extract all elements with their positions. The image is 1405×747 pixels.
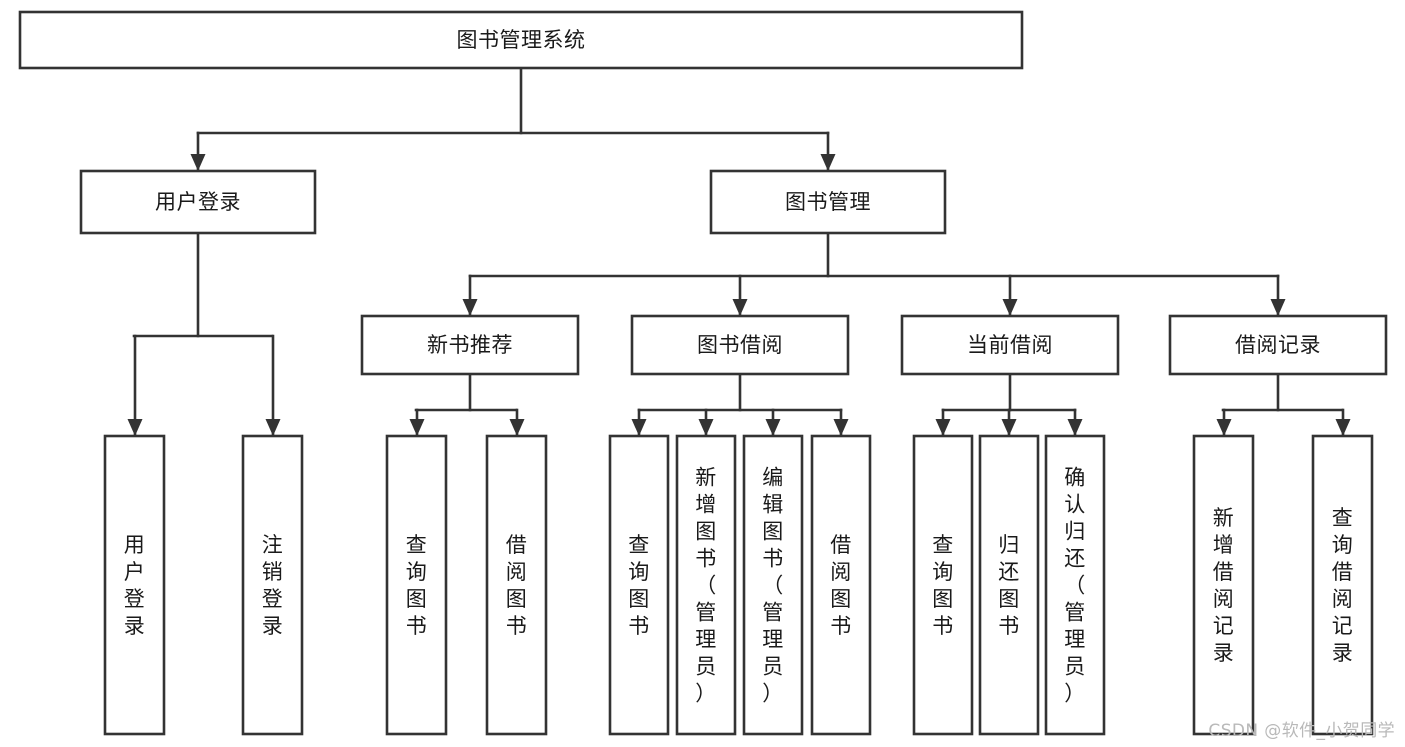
node-box-leaf-query-book-2[interactable]	[608, 434, 670, 736]
node-label-leaf-borrow-book-2: 借阅图书	[830, 533, 852, 638]
node-leaf-query-book-3[interactable]: 查询图书	[912, 434, 974, 736]
node-box-book-manage[interactable]	[709, 169, 947, 235]
node-label-leaf-confirm-return: 确认归还（管理员）	[1064, 466, 1086, 706]
node-box-new-book-rec[interactable]	[360, 314, 580, 376]
node-leaf-edit-book[interactable]: 编辑图书（管理员）	[742, 434, 804, 736]
node-label-leaf-query-book-2: 查询图书	[628, 533, 650, 638]
node-label-root: 图书管理系统	[457, 28, 586, 52]
node-box-leaf-query-book-1[interactable]	[385, 434, 448, 736]
node-box-leaf-return-book[interactable]	[978, 434, 1040, 736]
nodes-layer: 图书管理系统用户登录图书管理新书推荐图书借阅当前借阅借阅记录用户登录注销登录查询…	[18, 10, 1388, 736]
node-box-leaf-confirm-return[interactable]	[1044, 434, 1106, 736]
arrow-head-icon-leaf-query-book-1	[409, 419, 425, 436]
arrow-head-icon-leaf-confirm-return	[1067, 419, 1083, 436]
node-borrow-record[interactable]: 借阅记录	[1168, 314, 1388, 376]
node-leaf-add-book[interactable]: 新增图书（管理员）	[675, 434, 737, 736]
node-label-leaf-return-book: 归还图书	[998, 533, 1020, 638]
node-label-leaf-query-book-3: 查询图书	[932, 533, 954, 638]
node-box-current-borrow[interactable]	[900, 314, 1120, 376]
arrow-head-icon-leaf-logout	[265, 419, 281, 436]
node-user-login[interactable]: 用户登录	[79, 169, 317, 235]
node-book-borrow[interactable]: 图书借阅	[630, 314, 850, 376]
node-box-book-borrow[interactable]	[630, 314, 850, 376]
arrow-head-icon-leaf-query-record	[1335, 419, 1351, 436]
arrow-head-icon-new-book-rec	[462, 299, 478, 316]
node-box-leaf-add-book[interactable]	[675, 434, 737, 736]
node-label-leaf-borrow-book-1: 借阅图书	[506, 533, 528, 638]
arrow-head-icon-leaf-borrow-book-2	[833, 419, 849, 436]
arrow-head-icon-leaf-borrow-book-1	[509, 419, 525, 436]
node-label-borrow-record: 借阅记录	[1235, 333, 1321, 357]
node-label-leaf-edit-book: 编辑图书（管理员）	[762, 466, 784, 706]
node-box-borrow-record[interactable]	[1168, 314, 1388, 376]
node-root[interactable]: 图书管理系统	[18, 10, 1024, 70]
arrow-head-icon-leaf-user-login	[127, 419, 143, 436]
node-leaf-borrow-book-2[interactable]: 借阅图书	[810, 434, 872, 736]
node-leaf-add-record[interactable]: 新增借阅记录	[1192, 434, 1255, 736]
node-label-leaf-query-book-1: 查询图书	[406, 533, 428, 638]
node-label-user-login: 用户登录	[155, 190, 241, 214]
node-label-new-book-rec: 新书推荐	[427, 333, 513, 357]
arrow-head-icon-borrow-record	[1270, 299, 1286, 316]
node-leaf-logout[interactable]: 注销登录	[241, 434, 304, 736]
arrow-head-icon-book-borrow	[732, 299, 748, 316]
node-label-leaf-user-login: 用户登录	[124, 533, 146, 638]
node-box-user-login[interactable]	[79, 169, 317, 235]
node-box-root[interactable]	[18, 10, 1024, 70]
arrow-head-icon-leaf-edit-book	[765, 419, 781, 436]
node-leaf-confirm-return[interactable]: 确认归还（管理员）	[1044, 434, 1106, 736]
arrow-head-icon-leaf-add-book	[698, 419, 714, 436]
arrow-head-icon-book-manage	[820, 154, 836, 171]
watermark-label: CSDN @软件_小贺同学	[1208, 721, 1395, 741]
node-box-leaf-add-record[interactable]	[1192, 434, 1255, 736]
node-label-current-borrow: 当前借阅	[967, 333, 1053, 357]
node-box-leaf-logout[interactable]	[241, 434, 304, 736]
node-box-leaf-borrow-book-1[interactable]	[485, 434, 548, 736]
node-leaf-return-book[interactable]: 归还图书	[978, 434, 1040, 736]
node-leaf-borrow-book-1[interactable]: 借阅图书	[485, 434, 548, 736]
node-leaf-query-book-1[interactable]: 查询图书	[385, 434, 448, 736]
node-current-borrow[interactable]: 当前借阅	[900, 314, 1120, 376]
arrow-head-icon-leaf-query-book-2	[631, 419, 647, 436]
node-box-leaf-query-book-3[interactable]	[912, 434, 974, 736]
arrow-head-icon-user-login	[190, 154, 206, 171]
node-leaf-query-book-2[interactable]: 查询图书	[608, 434, 670, 736]
edges-layer	[127, 66, 1351, 437]
node-box-leaf-query-record[interactable]	[1311, 434, 1374, 736]
node-box-leaf-user-login[interactable]	[103, 434, 166, 736]
node-label-book-borrow: 图书借阅	[697, 333, 783, 357]
node-leaf-query-record[interactable]: 查询借阅记录	[1311, 434, 1374, 736]
node-book-manage[interactable]: 图书管理	[709, 169, 947, 235]
node-leaf-user-login[interactable]: 用户登录	[103, 434, 166, 736]
node-label-leaf-add-book: 新增图书（管理员）	[695, 466, 717, 706]
arrow-head-icon-leaf-query-book-3	[935, 419, 951, 436]
node-box-leaf-edit-book[interactable]	[742, 434, 804, 736]
arrow-head-icon-leaf-add-record	[1216, 419, 1232, 436]
node-box-leaf-borrow-book-2[interactable]	[810, 434, 872, 736]
node-label-book-manage: 图书管理	[785, 190, 871, 214]
arrow-head-icon-leaf-return-book	[1001, 419, 1017, 436]
node-label-leaf-logout: 注销登录	[262, 533, 284, 638]
node-label-leaf-add-record: 新增借阅记录	[1213, 506, 1235, 665]
node-new-book-rec[interactable]: 新书推荐	[360, 314, 580, 376]
node-label-leaf-query-record: 查询借阅记录	[1332, 506, 1354, 665]
arrow-head-icon-current-borrow	[1002, 299, 1018, 316]
